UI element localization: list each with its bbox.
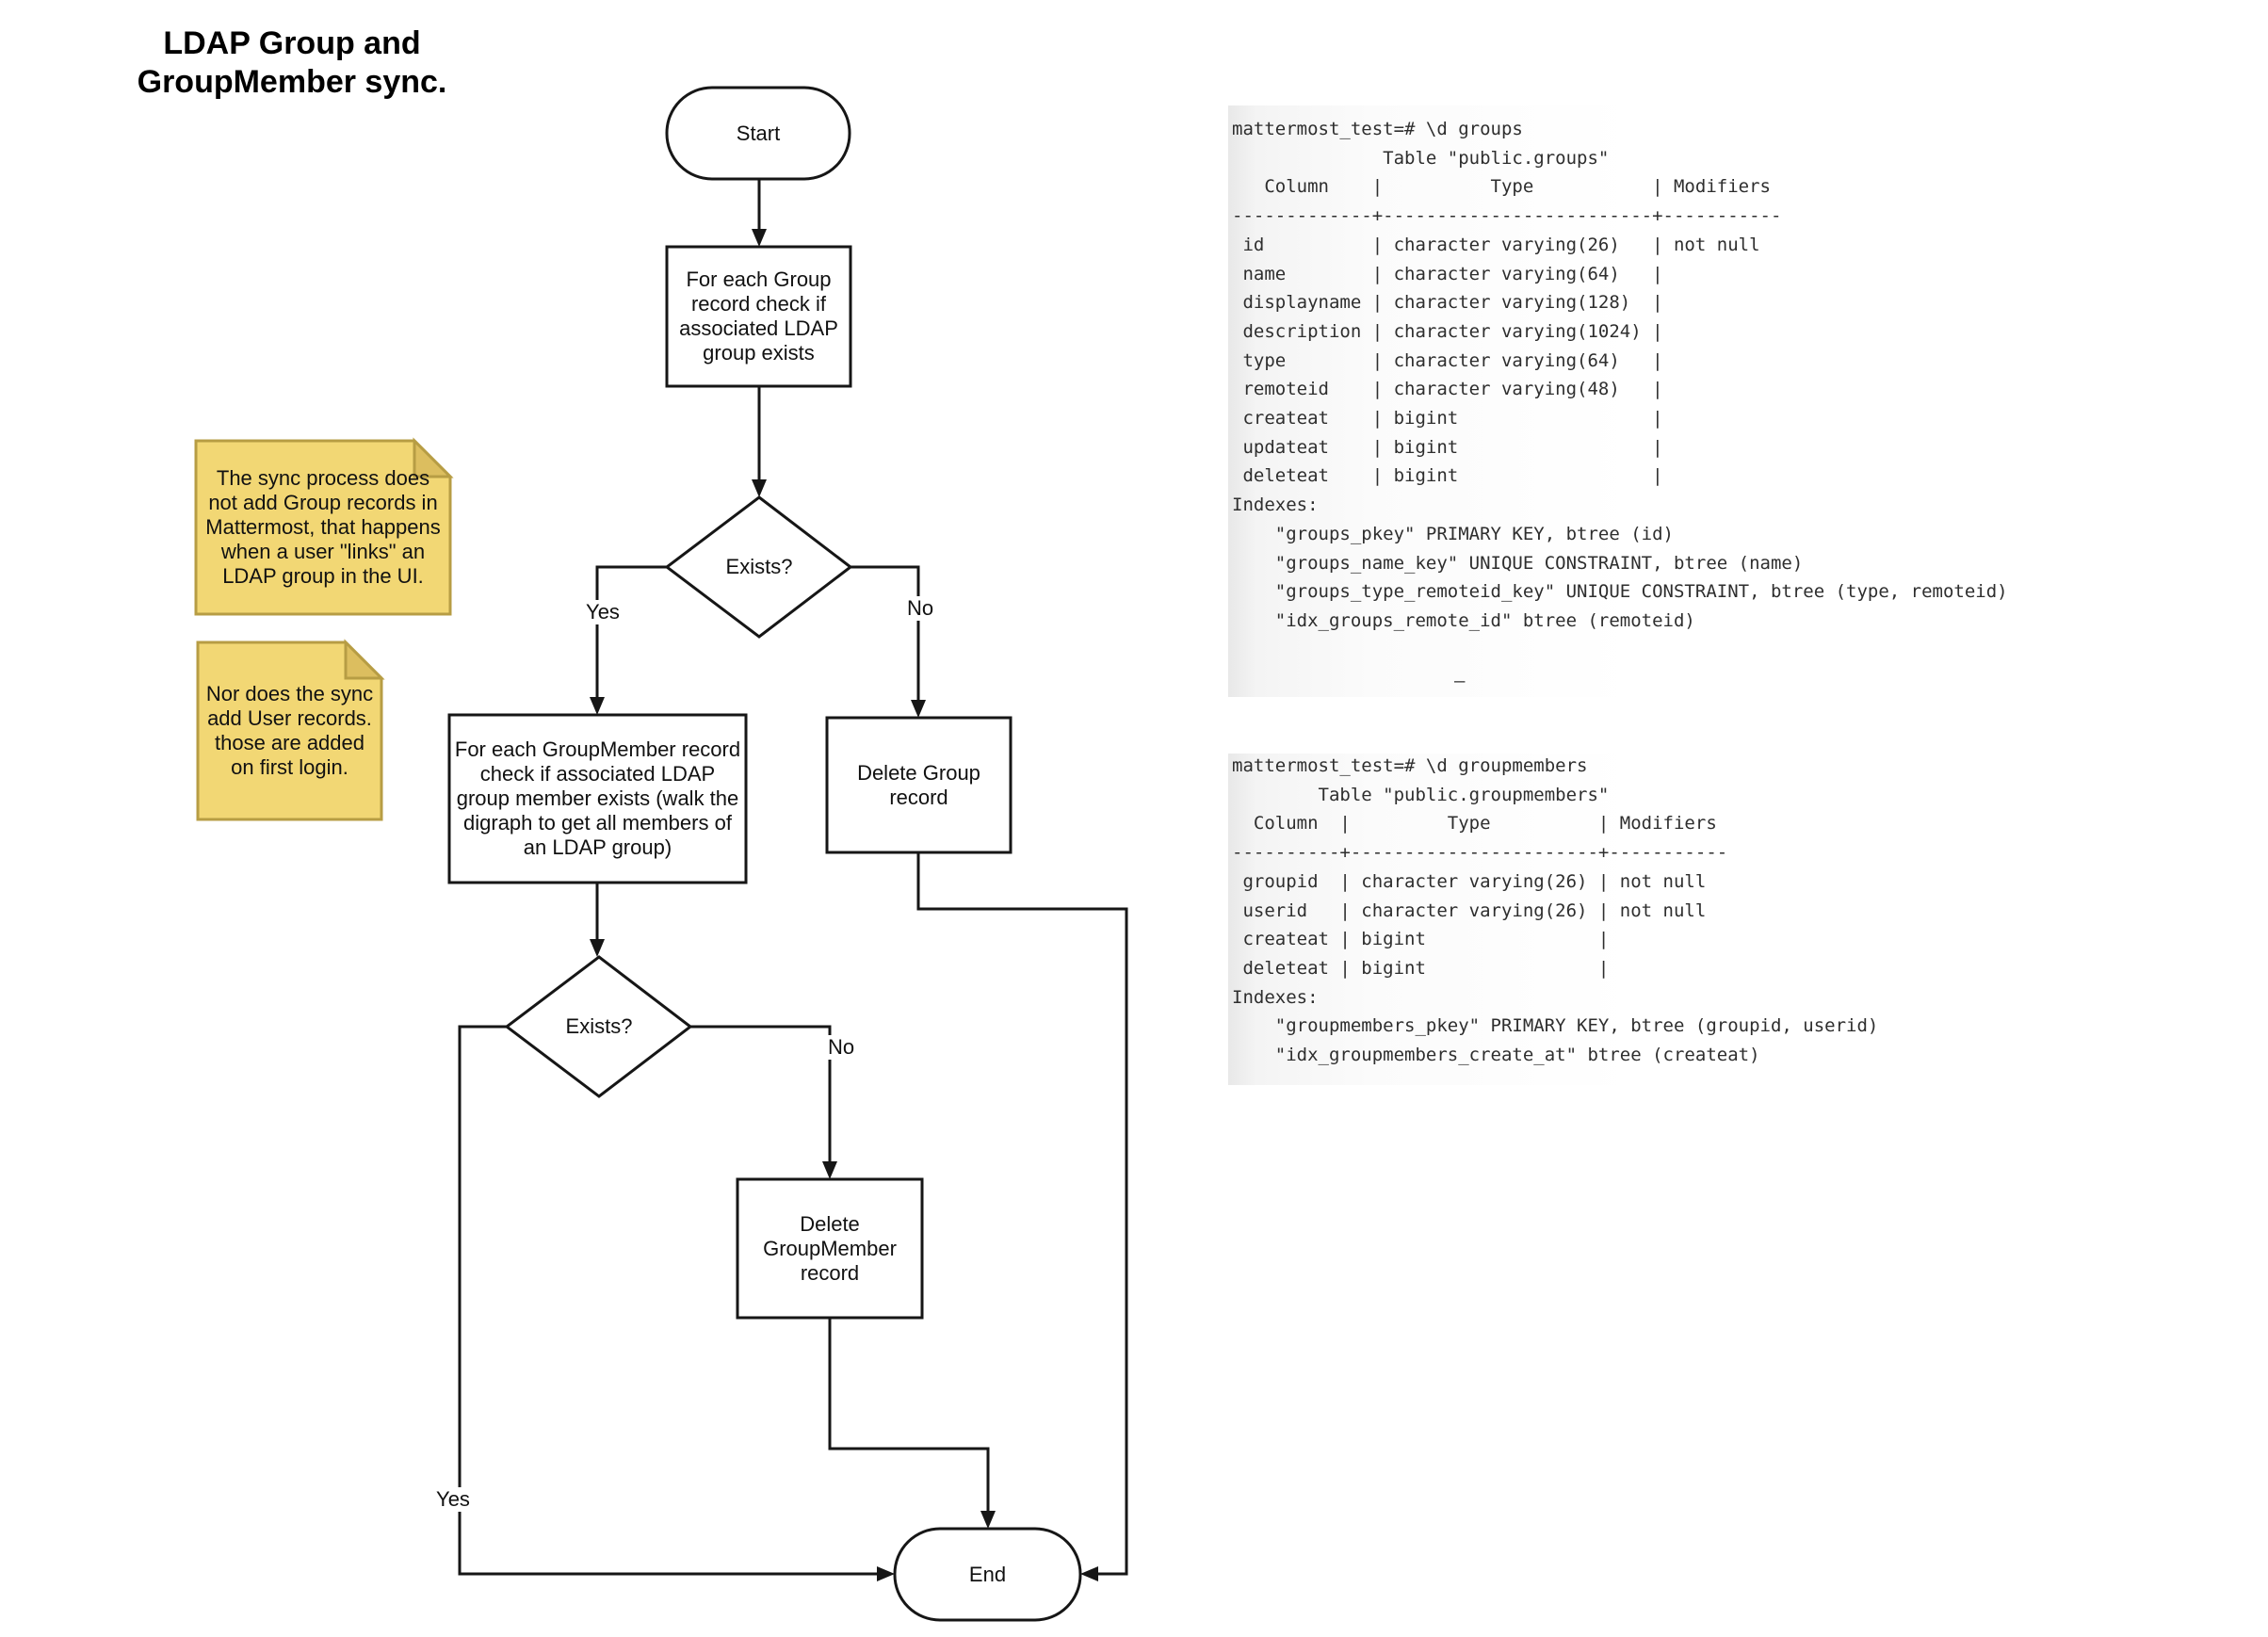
arrowhead [590,939,605,957]
edge-exists2-no-to-delete-member [690,1025,832,1164]
process-check-group [665,245,852,388]
process-delete-member [736,1177,924,1320]
note-fold-2 [344,639,385,680]
terminator-end [893,1527,1082,1622]
delete-member-label: Delete GroupMember record [763,1211,897,1285]
yes-label-1: Yes [580,600,625,624]
edge-exists2-yes-to-end [458,1025,880,1576]
edge-delete-member-to-end [828,1318,990,1514]
exists-member-label: Exists? [565,1014,633,1038]
note-fold-1 [413,437,454,478]
arrowhead [752,229,767,247]
edge-exists-yes-to-check-member [595,565,667,700]
arrowhead [877,1566,895,1581]
start-label: Start [736,121,781,145]
yes-label-2: Yes [430,1487,476,1512]
note-shape-1 [194,439,452,616]
check-member-label: For each GroupMember record check if ass… [454,737,741,859]
terminal-groupmembers-text: mattermost_test=# \d groupmembers Table … [1232,755,1879,1066]
note-1: The sync process does not add Group reco… [205,466,441,588]
arrowhead [1080,1566,1098,1581]
edge-delete-group-to-end [916,852,1128,1576]
check-group-label: For each Group record check if associate… [679,267,838,365]
arrowhead [911,700,926,718]
process-check-member [447,713,748,884]
arrowhead [590,697,605,715]
page-title: LDAP Group and GroupMember sync. [137,25,447,100]
terminal-groupmembers-block [1228,754,1812,1085]
terminal-groups-block [1228,105,2268,697]
stray-dash: – [1454,671,1466,691]
no-label-2: No [818,1035,864,1060]
edge-exists-no-to-delete-group [850,565,920,703]
process-delete-group [825,716,1012,854]
terminal-groups-text: mattermost_test=# \d groups Table "publi… [1232,119,2008,631]
note-shape-2 [196,640,383,821]
arrowhead [822,1161,837,1179]
terminator-start [665,86,851,181]
decision-exists-member [504,955,693,1098]
note-2: Nor does the sync add User records. thos… [205,682,374,779]
end-label: End [968,1562,1007,1586]
arrowhead [980,1511,996,1529]
exists-group-label: Exists? [725,555,793,578]
decision-exists-group [664,495,853,639]
no-label-1: No [898,596,943,621]
arrowhead [752,479,767,497]
delete-group-label: Delete Group record [857,760,980,809]
